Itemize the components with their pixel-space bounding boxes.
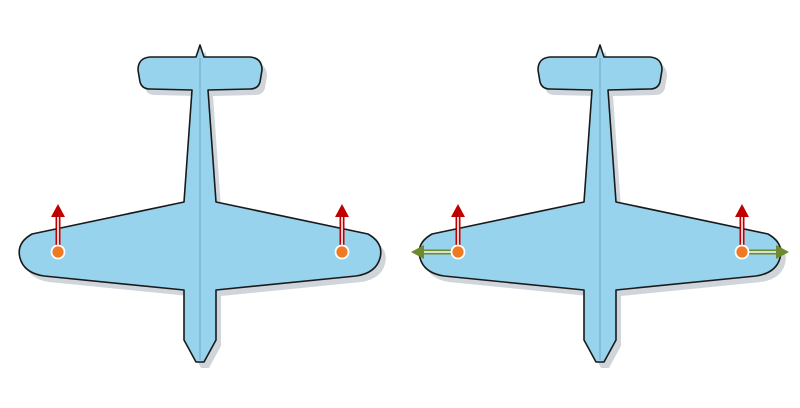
horizontal-arrow-icon	[776, 245, 789, 259]
upward-arrow-icon	[451, 204, 465, 217]
panel-right	[411, 44, 789, 368]
horizontal-arrow-icon	[411, 245, 424, 259]
upward-arrow-icon	[735, 204, 749, 217]
application-point-right-wing	[334, 244, 350, 260]
application-point-left-wing	[450, 244, 466, 260]
application-point-right-wing	[734, 244, 750, 260]
application-point-left-wing	[50, 244, 66, 260]
upward-arrow-icon	[335, 204, 349, 217]
upward-arrow-icon	[51, 204, 65, 217]
panel-left	[18, 44, 386, 368]
